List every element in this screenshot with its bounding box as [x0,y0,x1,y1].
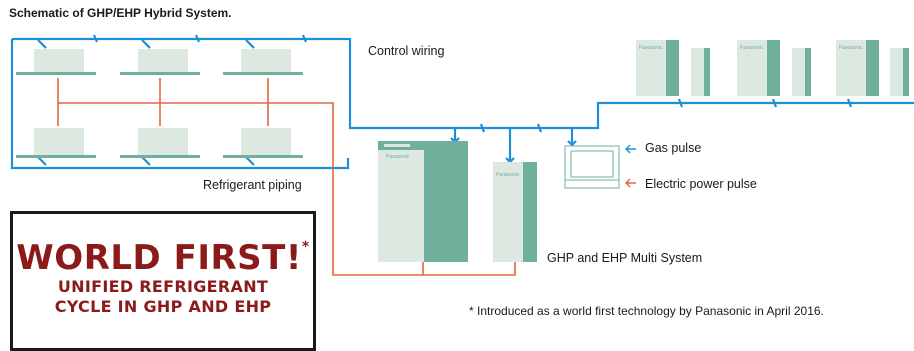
outdoor-unit-pair: Panasonic [636,40,710,96]
refrigerant-piping-label: Refrigerant piping [203,178,302,192]
indoor-unit [16,49,96,75]
indoor-unit [120,128,200,158]
footnote: * Introduced as a world first technology… [469,304,824,318]
refrigerant-piping-lines [57,78,516,276]
headline-asterisk: * [301,239,310,255]
callout-line-1: UNIFIED REFRIGERANT [57,277,269,296]
ehp-brand-text: Panasonic [496,172,520,178]
electric-pulse-label: Electric power pulse [645,177,757,191]
indoor-unit [16,128,96,158]
indoor-unit [120,49,200,75]
world-first-headline: WORLD FIRST!* [13,228,313,277]
indoor-unit [223,49,303,75]
gas-pulse-label: Gas pulse [645,141,702,155]
unit-brand-text: Panasonic [839,45,863,51]
ehp-outdoor-unit: Panasonic [493,162,537,262]
electric-pulse-arrow-icon [625,178,636,188]
unit-brand-text: Panasonic [740,45,764,51]
hybrid-system-diagram: Panasonic Panasonic Panasonic Panasonic [10,34,914,276]
world-first-callout: WORLD FIRST!* UNIFIED REFRIGERANT CYCLE … [10,211,316,351]
headline-text: WORLD FIRST! [16,238,302,278]
multi-system-label: GHP and EHP Multi System [547,251,703,265]
unit-brand-text: Panasonic [639,45,663,51]
gas-pulse-arrow-icon [625,144,636,154]
control-wiring-label: Control wiring [368,44,445,58]
indoor-unit [223,128,303,158]
controller-panel [564,145,620,189]
outdoor-unit-pair: Panasonic [737,40,811,96]
outdoor-unit-pair: Panasonic [836,40,909,96]
outdoor-units-group: Panasonic Panasonic Panasonic [636,40,909,96]
indoor-units [16,49,303,158]
page-title: Schematic of GHP/EHP Hybrid System. [9,6,232,20]
ghp-brand-text: Panasonic [386,154,410,160]
callout-line-2: CYCLE IN GHP AND EHP [54,297,272,316]
ghp-outdoor-unit: Panasonic [378,141,468,262]
